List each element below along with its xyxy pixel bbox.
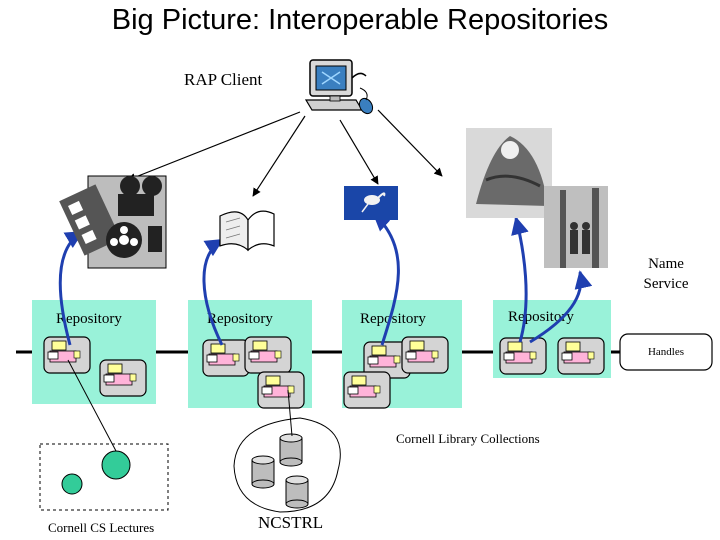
open-book-icon <box>219 210 275 252</box>
database-icon <box>251 455 275 489</box>
document-icon <box>343 371 391 409</box>
document-icon <box>99 359 147 397</box>
library-collections-label: Cornell Library Collections <box>396 431 540 446</box>
film-projector-icon <box>59 175 167 269</box>
document-icon <box>499 337 547 375</box>
document-icon <box>43 336 91 374</box>
cs-lectures-label: Cornell CS Lectures <box>48 520 155 535</box>
repository-label: Repository <box>360 311 426 327</box>
repository-4: Repository <box>493 300 611 378</box>
computer-icon <box>304 59 374 115</box>
database-icon <box>279 433 303 467</box>
document-icon <box>244 336 292 374</box>
document-icon <box>202 339 250 377</box>
database-icon <box>285 475 309 509</box>
content-links <box>58 212 593 346</box>
repository-label: Repository <box>56 311 122 327</box>
ncstrl-link <box>287 389 293 437</box>
cs-lectures-area <box>39 443 169 511</box>
name-service-label: Name Service <box>643 256 689 292</box>
repository-3: Repository <box>342 300 462 409</box>
client-links <box>127 109 443 197</box>
historical-photos-icon <box>466 128 608 268</box>
rap-client-label: RAP Client <box>184 70 263 89</box>
lecture-link <box>67 359 117 452</box>
handles-label: Handles <box>648 346 684 358</box>
repository-label: Repository <box>207 311 273 327</box>
ncstrl-label: NCSTRL <box>258 513 324 532</box>
bird-photo-icon <box>344 186 398 220</box>
document-icon <box>257 371 305 409</box>
repository-2: Repository <box>188 300 312 409</box>
handles-database: Handles <box>619 333 713 371</box>
document-icon <box>401 336 449 374</box>
repository-1: Repository <box>32 300 156 404</box>
ncstrl-cluster <box>233 417 341 513</box>
page-title: Big Picture: Interoperable Repositories <box>111 4 609 36</box>
document-icon <box>557 337 605 375</box>
